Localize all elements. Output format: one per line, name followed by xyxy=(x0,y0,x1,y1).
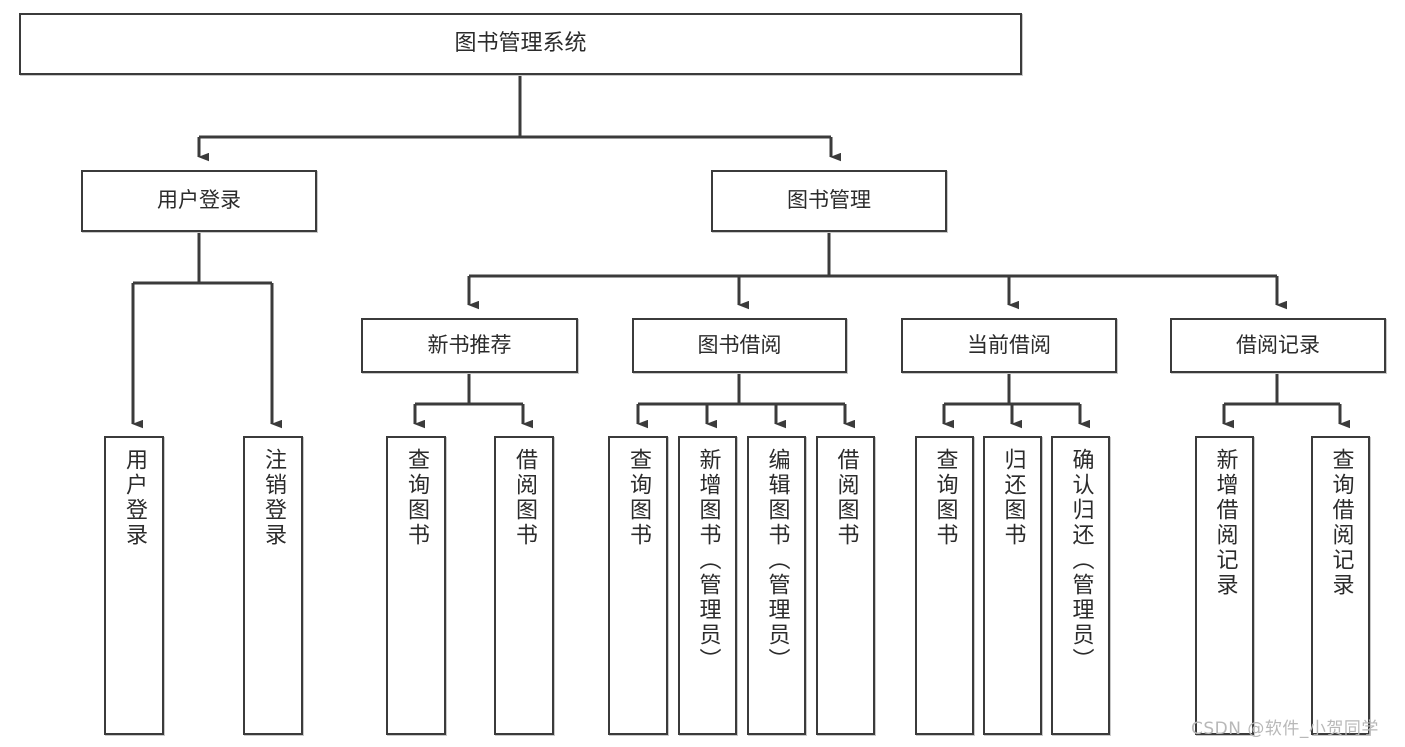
node-label: 图书管理系统 xyxy=(454,30,587,56)
node-label: 注销登录 xyxy=(261,448,286,548)
leaf-user-logout[interactable]: 注销登录 xyxy=(243,436,303,735)
node-label: 图书借阅 xyxy=(697,332,782,357)
node-label: 查询图书 xyxy=(626,448,651,548)
node-label: 用户登录 xyxy=(122,448,147,548)
leaf-borrow-borrow-book[interactable]: 借阅图书 xyxy=(816,436,875,735)
node-label: 查询借阅记录 xyxy=(1328,448,1354,598)
node-label: 确认归还（管理员） xyxy=(1068,448,1094,673)
node-label: 查询图书 xyxy=(404,448,429,548)
node-label: 新增借阅记录 xyxy=(1212,448,1238,598)
node-label: 新书推荐 xyxy=(427,332,512,357)
leaf-record-query-borrow-record[interactable]: 查询借阅记录 xyxy=(1311,436,1370,735)
leaf-current-confirm-return-admin[interactable]: 确认归还（管理员） xyxy=(1051,436,1110,735)
node-book-borrow[interactable]: 图书借阅 xyxy=(632,318,847,373)
node-label: 新增图书（管理员） xyxy=(695,448,721,673)
leaf-current-query-book[interactable]: 查询图书 xyxy=(915,436,974,735)
leaf-borrow-query-book[interactable]: 查询图书 xyxy=(608,436,668,735)
leaf-current-return-book[interactable]: 归还图书 xyxy=(983,436,1042,735)
leaf-recommend-borrow-book[interactable]: 借阅图书 xyxy=(494,436,554,735)
leaf-user-login[interactable]: 用户登录 xyxy=(104,436,164,735)
node-label: 用户登录 xyxy=(157,188,241,213)
node-new-book-recommend[interactable]: 新书推荐 xyxy=(361,318,578,373)
node-label: 查询图书 xyxy=(932,448,958,548)
node-root-system[interactable]: 图书管理系统 xyxy=(19,13,1022,75)
node-borrow-record[interactable]: 借阅记录 xyxy=(1170,318,1386,373)
node-label: 借阅图书 xyxy=(512,448,537,548)
node-current-borrow[interactable]: 当前借阅 xyxy=(901,318,1117,373)
node-label: 当前借阅 xyxy=(967,332,1051,357)
node-label: 归还图书 xyxy=(1000,448,1026,548)
node-label: 借阅记录 xyxy=(1236,332,1320,357)
node-user-login[interactable]: 用户登录 xyxy=(81,170,317,232)
leaf-recommend-query-book[interactable]: 查询图书 xyxy=(386,436,446,735)
csdn-watermark: CSDN @软件_小贺同学 xyxy=(1191,719,1379,739)
node-label: 编辑图书（管理员） xyxy=(764,448,790,673)
node-book-management[interactable]: 图书管理 xyxy=(711,170,947,232)
node-label: 图书管理 xyxy=(787,188,871,213)
leaf-borrow-add-book-admin[interactable]: 新增图书（管理员） xyxy=(678,436,737,735)
node-label: 借阅图书 xyxy=(833,448,859,548)
leaf-record-add-borrow-record[interactable]: 新增借阅记录 xyxy=(1195,436,1254,735)
leaf-borrow-edit-book-admin[interactable]: 编辑图书（管理员） xyxy=(747,436,806,735)
